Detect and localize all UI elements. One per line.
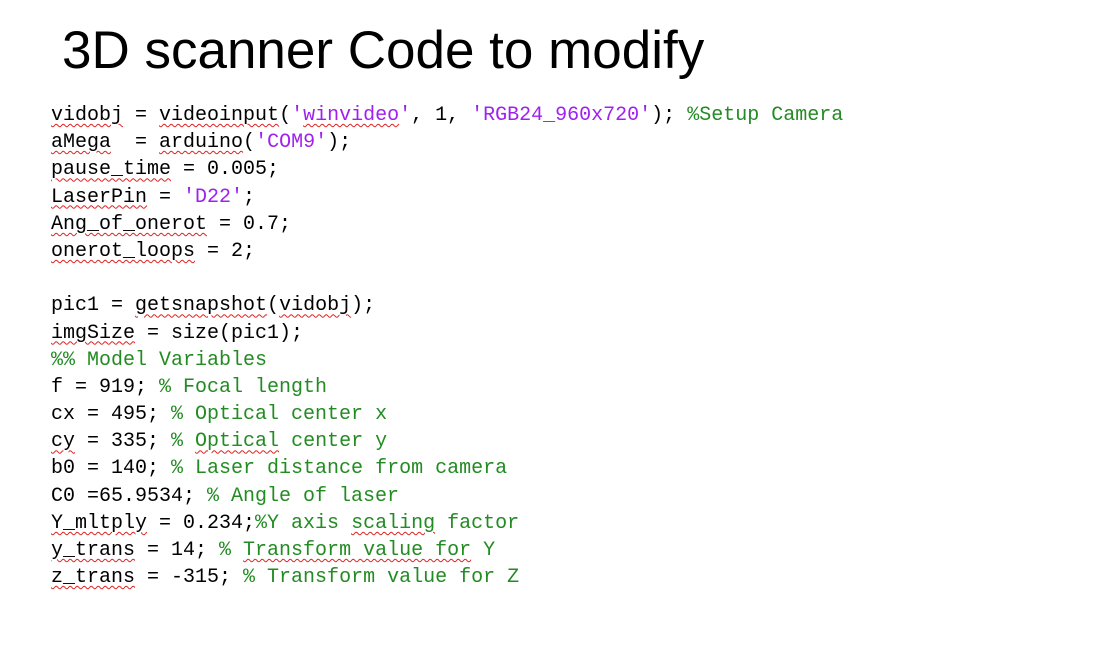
code-line: Ang_of_onerot = 0.7; <box>51 211 843 238</box>
code-token-code: ( <box>279 104 292 127</box>
code-line: f = 919; % Focal length <box>51 374 843 401</box>
code-token-code: cx = 495; <box>51 403 172 427</box>
code-line: pic1 = getsnapshot(vidobj); <box>51 292 843 319</box>
code-token-comment: %Y axis <box>255 511 352 535</box>
code-line: C0 =65.9534; % Angle of laser <box>51 483 843 510</box>
slide-title: 3D scanner Code to modify <box>62 21 705 80</box>
code-line: y_trans = 14; % Transform value for Y <box>51 537 843 564</box>
code-token-comment: Transform value for <box>243 539 472 562</box>
code-line: b0 = 140; % Laser distance from camera <box>51 455 843 482</box>
code-line: z_trans = -315; % Transform value for Z <box>51 564 843 591</box>
code-token-code: ; <box>243 185 256 209</box>
code-token-code: aMega <box>51 131 112 155</box>
code-token-code: b0 = 140; <box>51 457 172 481</box>
code-token-code: C0 =65.9534; <box>51 484 208 508</box>
code-token-code: = 14; <box>135 539 220 562</box>
code-token-comment: scaling <box>351 511 436 535</box>
code-token-comment: factor <box>435 511 520 535</box>
code-token-comment: center y <box>279 430 388 454</box>
code-token-code: = 0.234; <box>147 511 256 535</box>
code-token-code: , 1, <box>411 104 472 127</box>
code-token-code: vidobj <box>279 294 352 318</box>
code-token-code: y_trans <box>51 539 136 562</box>
code-token-code: Ang_of_onerot <box>51 212 208 236</box>
code-token-comment: Optical <box>195 430 280 454</box>
code-line <box>51 265 843 292</box>
code-line: aMega = arduino('COM9'); <box>51 129 843 156</box>
code-token-code: z_trans <box>51 566 136 590</box>
code-token-code: onerot_loops <box>51 239 196 263</box>
code-token-code: imgSize <box>51 321 136 345</box>
code-line: vidobj = videoinput('winvideo', 1, 'RGB2… <box>51 102 843 129</box>
code-token-comment: % Focal length <box>159 375 328 399</box>
code-token-code: cy <box>51 430 76 454</box>
code-token-code: ( <box>267 294 280 318</box>
code-token-code: = 0.7; <box>207 212 292 236</box>
code-token-code: arduino <box>159 131 244 155</box>
code-line: pause_time = 0.005; <box>51 156 843 183</box>
code-token-code: = <box>111 131 160 155</box>
code-token-comment: % <box>219 539 244 562</box>
code-token-code: = 2; <box>195 239 256 263</box>
code-token-code: videoinput <box>159 104 280 127</box>
code-token-string: ' <box>291 104 304 127</box>
code-token-string: 'D22' <box>183 185 244 209</box>
code-line: cx = 495; % Optical center x <box>51 401 843 428</box>
code-token-string: ' <box>399 104 412 127</box>
code-line: Y_mltply = 0.234;%Y axis scaling factor <box>51 510 843 537</box>
code-token-string: winvideo <box>303 104 400 127</box>
code-token-comment: %Setup Camera <box>687 104 844 127</box>
code-line: imgSize = size(pic1); <box>51 320 843 347</box>
code-token-comment: %% Model Variables <box>51 348 268 372</box>
code-token-code: ); <box>327 131 352 155</box>
code-token-comment: Y <box>471 539 496 562</box>
code-block: vidobj = videoinput('winvideo', 1, 'RGB2… <box>51 102 843 591</box>
code-line: %% Model Variables <box>51 347 843 374</box>
code-token-code: pause_time <box>51 158 172 182</box>
code-token-code: Y_mltply <box>51 511 148 535</box>
code-token-comment: % Optical center x <box>171 403 388 427</box>
code-token-comment: % Laser distance from camera <box>171 457 508 481</box>
code-line: cy = 335; % Optical center y <box>51 428 843 455</box>
code-line: onerot_loops = 2; <box>51 238 843 265</box>
code-token-code: = 335; <box>75 430 172 454</box>
code-token-code: getsnapshot <box>135 294 268 318</box>
code-token-code: ); <box>351 294 376 318</box>
code-token-code: = 0.005; <box>171 158 280 182</box>
code-token-code: ); <box>651 104 688 127</box>
code-token-comment: % <box>171 430 196 454</box>
code-token-code: = -315; <box>135 566 244 590</box>
code-token-code: LaserPin <box>51 185 148 209</box>
code-line: LaserPin = 'D22'; <box>51 184 843 211</box>
code-token-code: vidobj <box>51 104 124 127</box>
code-token-code: ( <box>243 131 256 155</box>
code-token-comment: % Transform value for Z <box>243 566 520 590</box>
code-token-code: = size(pic1); <box>135 321 304 345</box>
code-token-comment: % Angle of laser <box>207 484 400 508</box>
code-token-string: 'COM9' <box>255 131 328 155</box>
code-token-code: = <box>123 104 160 127</box>
code-token-code: = <box>147 185 184 209</box>
code-token-code: pic1 = <box>51 294 136 318</box>
code-token-code: f = 919; <box>51 375 160 399</box>
code-token-string: 'RGB24_960x720' <box>471 104 652 127</box>
